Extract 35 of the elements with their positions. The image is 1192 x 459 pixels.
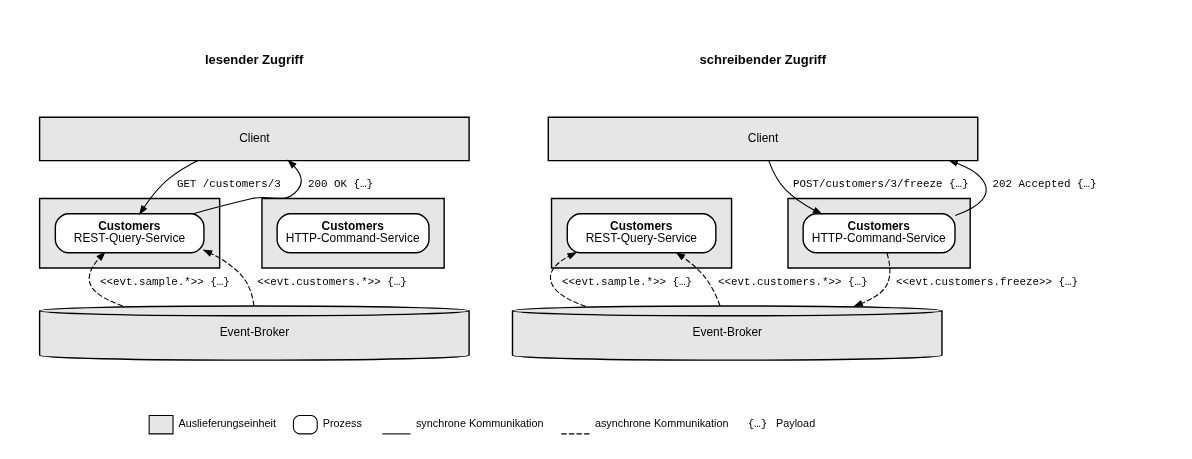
node-box: Customers REST-Query-Service <box>54 212 205 253</box>
arrow <box>853 252 891 307</box>
edge-label: <<evt.customers.*>> {…} <box>718 275 868 288</box>
arrow <box>675 251 721 306</box>
edge-label: 200 OK {…} <box>308 177 374 190</box>
legend-label: Payload <box>776 416 816 429</box>
edge-label: 202 Accepted {…} <box>992 177 1097 190</box>
label: schreibender Zugriff <box>699 51 826 67</box>
arrow <box>948 159 987 216</box>
arrow <box>768 159 823 214</box>
legend-label: Auslieferungseinheit <box>178 416 276 429</box>
node-box: Customers HTTP-Command-Service <box>276 212 430 253</box>
node-box: Client <box>38 116 470 161</box>
label: lesender Zugriff <box>205 51 304 67</box>
cluster <box>787 197 971 269</box>
node-box: Customers REST-Query-Service <box>566 212 717 253</box>
arrow <box>139 159 198 215</box>
edge-label: POST/customers/3/freeze {…} <box>792 177 969 190</box>
legend-label: synchrone Kommunikation <box>415 416 544 429</box>
cluster <box>38 197 221 269</box>
edge-label: <<evt.sample.*>> {…} <box>561 275 692 288</box>
node-box: Client <box>547 116 979 161</box>
edge-label: <<evt.sample.*>> {…} <box>99 275 230 288</box>
node-box: Customers HTTP-Command-Service <box>802 212 956 253</box>
edge-label: <<evt.customers.freeze>> {…} <box>896 275 1078 288</box>
label: {…} <box>747 417 768 430</box>
cluster <box>261 197 445 269</box>
cluster <box>550 197 733 269</box>
arrow <box>88 251 124 307</box>
legend-label: Prozess <box>322 416 362 429</box>
arrow <box>549 251 587 307</box>
legend-label: asynchrone Kommunikation <box>594 416 729 429</box>
arrow <box>202 249 255 306</box>
edge-label: GET /customers/3 <box>176 177 281 190</box>
edge-label: <<evt.customers.*>> {…} <box>257 275 407 288</box>
